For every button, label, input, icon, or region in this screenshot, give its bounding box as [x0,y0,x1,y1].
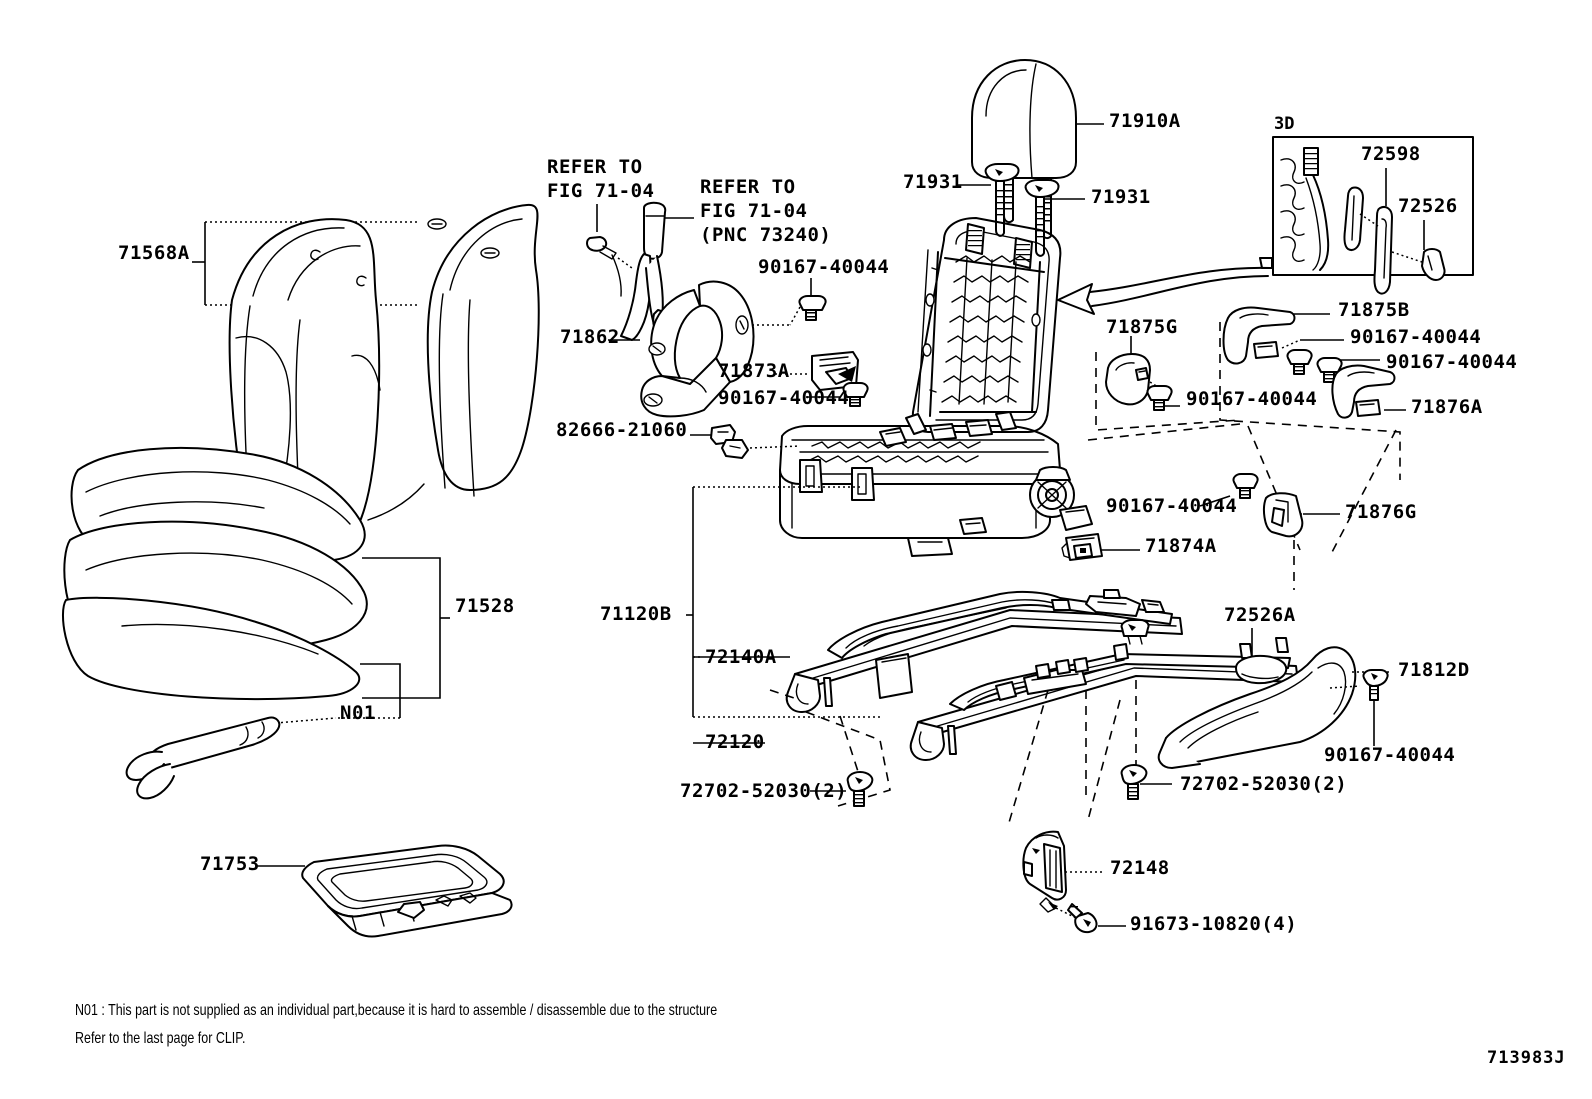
label-refer-to-a1: REFER TO [547,156,643,178]
label-90167-a: 90167-40044 [758,256,890,278]
label-71568a: 71568A [118,242,190,264]
callout-arrow-3d [1057,266,1271,315]
label-82666-21060: 82666-21060 [556,419,688,441]
label-71528: 71528 [455,595,515,617]
label-71873a: 71873A [718,360,790,382]
label-72140a: 72140A [705,646,777,668]
label-71875b: 71875B [1338,299,1410,321]
part-hinge-covers-right [1219,306,1406,557]
label-72148: 72148 [1110,857,1170,879]
footnote-line-1: N01 : This part is not supplied as an in… [75,1002,718,1019]
label-90167-g: 90167-40044 [1324,744,1456,766]
label-90167-b: 90167-40044 [718,387,850,409]
label-72526: 72526 [1398,195,1458,217]
part-seat-cushion-cover [62,446,450,719]
label-refer-to-b2: FIG 71-04 [700,200,808,222]
label-90167-e: 90167-40044 [1186,388,1318,410]
label-71862: 71862 [560,326,620,348]
drawing-number: 713983J [1487,1048,1566,1068]
label-71875g: 71875G [1106,316,1178,338]
label-71876a: 71876A [1411,396,1483,418]
label-72526a: 72526A [1224,604,1296,626]
part-wire-harness-clamp [690,424,801,459]
label-71874a: 71874A [1145,535,1217,557]
part-seat-side-shield [1157,628,1392,769]
label-91673-10820: 91673-10820(4) [1130,913,1298,935]
label-72120: 72120 [705,731,765,753]
label-refer-to-a2: FIG 71-04 [547,180,655,202]
footnote-line-2: Refer to the last page for CLIP. [75,1030,246,1047]
label-72702-right: 72702-52030(2) [1180,773,1348,795]
part-hinge-cover-71875g [1087,336,1241,441]
inset-3d-detail [1259,136,1474,295]
label-72598: 72598 [1361,143,1421,165]
part-reclining-cover-inner [608,278,827,418]
label-71120b: 71120B [600,603,672,625]
part-cover-71874a [1061,533,1140,561]
label-90167-f: 90167-40044 [1106,495,1238,517]
part-clip-n01 [125,716,337,800]
label-pnc-73240: (PNC 73240) [700,224,832,246]
part-seat-cushion-frame [779,411,1093,557]
part-seat-cushion-shield [255,844,513,938]
label-3d-inset: 3D [1274,114,1295,134]
label-refer-to-b1: REFER TO [700,176,796,198]
part-bracket-72148 [1022,830,1126,934]
label-71812d: 71812D [1398,659,1470,681]
label-71753: 71753 [200,853,260,875]
label-72702-left: 72702-52030(2) [680,780,848,802]
label-71931-right: 71931 [1091,186,1151,208]
label-71931-left: 71931 [903,171,963,193]
label-90167-c: 90167-40044 [1350,326,1482,348]
part-reclining-cover-plate [775,351,869,407]
label-90167-d: 90167-40044 [1386,351,1518,373]
label-71876g: 71876G [1345,501,1417,523]
label-n01: N01 [340,702,376,724]
label-71910a: 71910A [1109,110,1181,132]
part-hinge-cover-71876g [1199,473,1340,590]
